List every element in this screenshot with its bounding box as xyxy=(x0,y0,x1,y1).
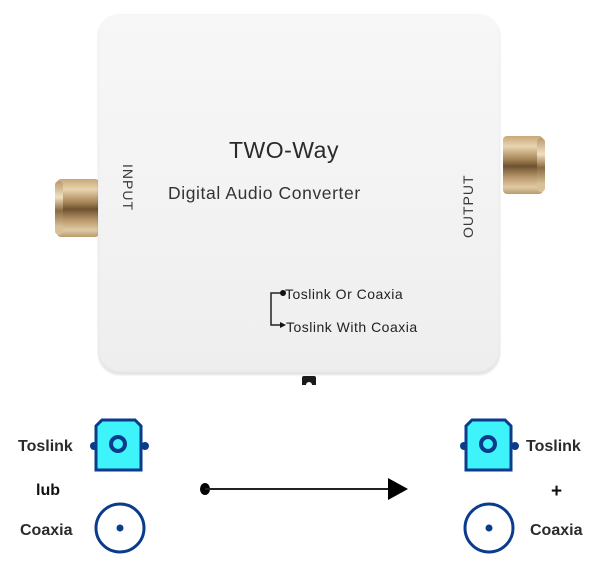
mode-dot-icon xyxy=(280,290,286,296)
output-toslink-label: Toslink xyxy=(526,438,581,455)
mode-selector-bracket-icon xyxy=(270,290,286,328)
mode-arrow-icon xyxy=(280,322,286,328)
converter-device xyxy=(98,14,500,374)
output-toslink-port-icon xyxy=(460,418,519,472)
output-plus-label: + xyxy=(551,481,563,502)
input-rca-jack xyxy=(55,179,99,237)
input-label: INPUT xyxy=(120,164,136,211)
device-subtitle: Digital Audio Converter xyxy=(168,183,361,203)
conversion-arrow-icon xyxy=(200,478,408,500)
input-or-label: lub xyxy=(36,482,60,499)
output-rca-jack xyxy=(503,136,545,194)
output-label: OUTPUT xyxy=(460,174,476,238)
input-coaxial-port-icon xyxy=(94,502,146,554)
input-toslink-label: Toslink xyxy=(18,438,73,455)
input-toslink-port-icon xyxy=(90,418,149,472)
mode-switch[interactable] xyxy=(302,376,316,385)
mode-option-toslink-with-coaxia: Toslink With Coaxia xyxy=(286,319,418,335)
device-title: TWO-Way xyxy=(229,137,339,163)
output-coaxia-label: Coaxia xyxy=(530,522,583,539)
mode-option-toslink-or-coaxia: Toslink Or Coaxia xyxy=(285,286,404,302)
input-coaxia-label: Coaxia xyxy=(20,522,73,539)
output-coaxial-port-icon xyxy=(463,502,515,554)
